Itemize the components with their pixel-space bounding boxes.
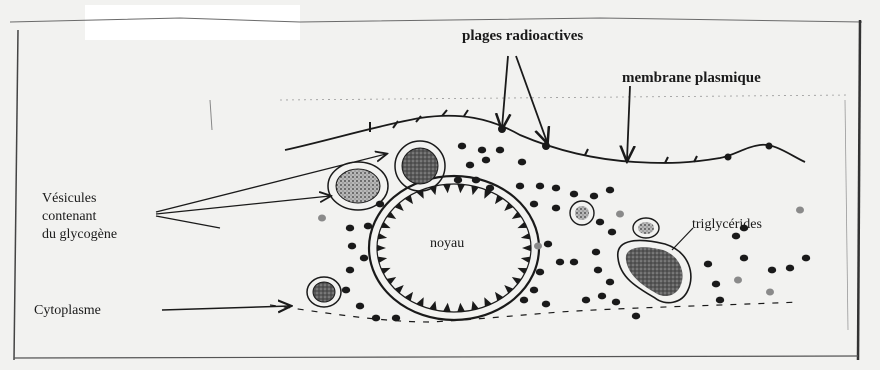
- granule: [740, 255, 748, 262]
- granule: [544, 241, 552, 248]
- granule: [364, 223, 372, 230]
- granule: [454, 177, 462, 184]
- granule: [582, 297, 590, 304]
- granule: [608, 229, 616, 236]
- granule: [716, 297, 724, 304]
- label-triglycerides: triglycérides: [692, 217, 762, 232]
- granule: [768, 267, 776, 274]
- granule: [552, 185, 560, 192]
- granule: [592, 249, 600, 256]
- membrane-grain-3: [725, 154, 732, 161]
- grey-granule: [318, 215, 326, 222]
- granule: [348, 243, 356, 250]
- granule: [556, 259, 564, 266]
- granule: [606, 187, 614, 194]
- granule: [376, 201, 384, 208]
- grey-granule: [734, 277, 742, 284]
- granule: [590, 193, 598, 200]
- granule: [542, 301, 550, 308]
- granule: [516, 183, 524, 190]
- granule: [346, 267, 354, 274]
- granule: [570, 259, 578, 266]
- grey-granule: [616, 211, 624, 218]
- granule: [372, 315, 380, 322]
- label-cytoplasme: Cytoplasme: [34, 303, 101, 318]
- granule: [392, 315, 400, 322]
- granule: [496, 147, 504, 154]
- granule: [802, 255, 810, 262]
- granule: [552, 205, 560, 212]
- grey-granule: [796, 207, 804, 214]
- granule: [596, 219, 604, 226]
- granule: [704, 261, 712, 268]
- grey-granule: [766, 289, 774, 296]
- membrane-grain-2: [542, 142, 550, 150]
- membrane-grain-4: [766, 143, 773, 150]
- granule: [360, 255, 368, 262]
- granule: [346, 225, 354, 232]
- granule: [594, 267, 602, 274]
- granule: [466, 162, 474, 169]
- blank-paper-patch: [85, 5, 300, 40]
- label-noyau: noyau: [430, 236, 464, 251]
- granule: [478, 147, 486, 154]
- label-plages-radioactives: plages radioactives: [462, 28, 583, 44]
- grey-granule: [534, 243, 542, 250]
- granule: [606, 279, 614, 286]
- granule: [458, 143, 466, 150]
- granule: [356, 303, 364, 310]
- label-vesicules-line2: contenant: [42, 209, 97, 224]
- granule: [342, 287, 350, 294]
- granule: [612, 299, 620, 306]
- granule: [520, 297, 528, 304]
- granule: [712, 281, 720, 288]
- granule: [486, 185, 494, 192]
- granule: [530, 201, 538, 208]
- granule: [536, 183, 544, 190]
- granule: [536, 269, 544, 276]
- granule: [518, 159, 526, 166]
- granule: [472, 177, 480, 184]
- glycogen-vesicle-2: [395, 141, 445, 191]
- label-vesicules-line1: Vésicules: [42, 191, 96, 206]
- granule: [732, 233, 740, 240]
- label-membrane-plasmique: membrane plasmique: [622, 70, 761, 86]
- granule: [598, 293, 606, 300]
- granule: [482, 157, 490, 164]
- granule: [570, 191, 578, 198]
- granule: [632, 313, 640, 320]
- granule: [530, 287, 538, 294]
- label-vesicules-line3: du glycogène: [42, 227, 117, 242]
- granule: [786, 265, 794, 272]
